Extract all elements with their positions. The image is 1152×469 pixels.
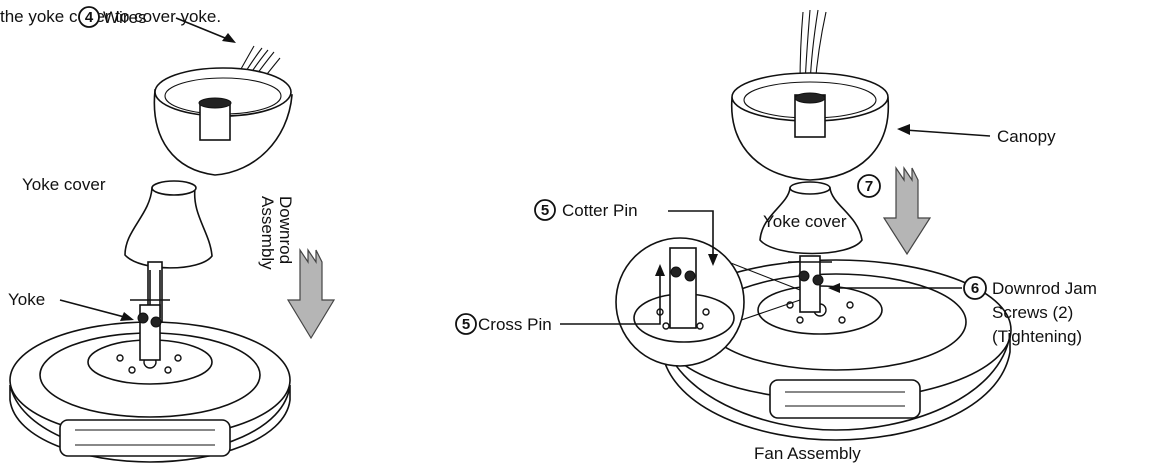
zoom-callout (615, 237, 801, 367)
downward-arrow-right (882, 166, 932, 256)
label-yoke-cover-right: Yoke cover (763, 212, 847, 231)
right-illustration: Canopy 7 Yoke cover 5 Cotter Pin 5 Cross… (455, 9, 1097, 463)
canopy-left (153, 67, 293, 176)
step-5-cotter-number: 5 (541, 202, 549, 219)
left-illustration: 4 Wires Yoke cover Downrod Assembly Yoke (8, 6, 336, 463)
label-fan-assembly: Fan Assembly (754, 444, 861, 463)
yoke-cover-right (759, 181, 863, 255)
step-5-cotter-badge (534, 199, 556, 221)
canopy-right (731, 72, 890, 181)
label-jam-line3: (Tightening) (992, 327, 1082, 346)
label-jam-line1: Downrod Jam (992, 279, 1097, 298)
label-downrod: Downrod (276, 196, 295, 264)
label-canopy: Canopy (997, 127, 1056, 146)
step-7-badge (857, 174, 881, 198)
downrod-right (788, 255, 832, 313)
downward-arrow-left (286, 248, 336, 340)
label-yoke-cover-left: Yoke cover (22, 175, 106, 194)
step-4-number: 4 (85, 9, 94, 26)
label-cross-pin: Cross Pin (478, 315, 552, 334)
label-yoke: Yoke (8, 290, 45, 309)
top-caption: the yoke cover to cover yoke. (0, 7, 221, 26)
step-7-number: 7 (865, 178, 873, 195)
label-cotter-pin: Cotter Pin (562, 201, 638, 220)
yoke-cover-left (124, 180, 213, 269)
label-jam-line2: Screws (2) (992, 303, 1073, 322)
step-4-badge (78, 6, 100, 28)
step-6-badge (963, 276, 987, 300)
step-6-number: 6 (971, 280, 979, 297)
label-assembly: Assembly (258, 196, 277, 270)
step-5-cross-number: 5 (462, 316, 470, 333)
step-5-cross-badge (455, 313, 477, 335)
label-wires: Wires (103, 8, 146, 27)
yoke-left (130, 299, 170, 361)
